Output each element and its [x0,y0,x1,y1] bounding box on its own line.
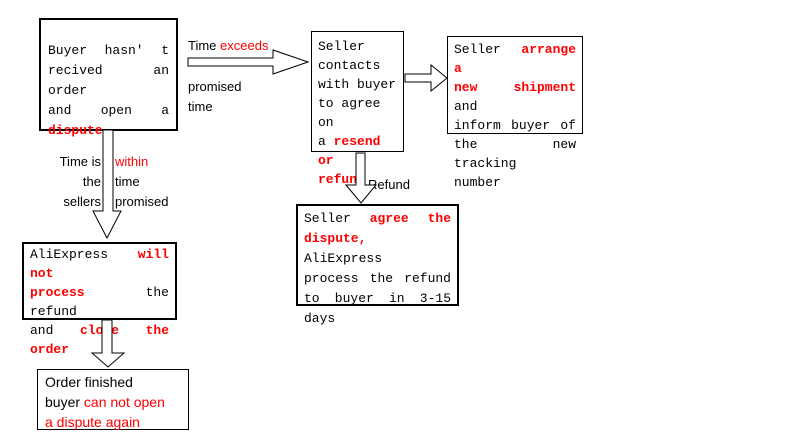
arrow-down-icon [91,320,125,368]
arrow-right-icon [404,64,448,92]
label-refund: Refund [368,177,410,192]
arrow-right-icon [187,49,310,75]
arrow-down-icon [92,130,122,240]
arrow-down-icon [345,152,377,204]
label-time-exceeds: Time exceeds [188,38,269,53]
